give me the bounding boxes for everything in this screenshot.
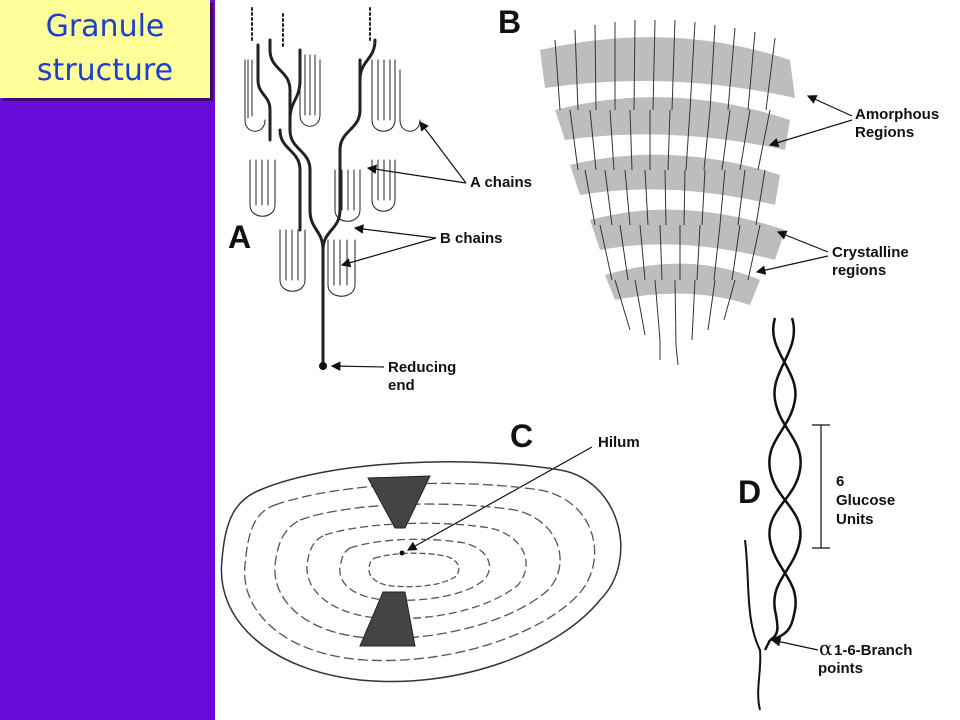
panel-d-span-bracket xyxy=(812,424,830,549)
amorphous-label-1: Amorphous xyxy=(855,106,939,123)
glucose-units-label-3: Units xyxy=(836,511,874,528)
hilum-label: Hilum xyxy=(598,434,640,451)
glucose-units-label-1: 6 xyxy=(836,473,844,490)
starch-granule-diagram: A A chains B chains Reducing end B Amorp… xyxy=(220,4,939,711)
title-line-2: structure xyxy=(36,53,174,88)
title-box: Granule structure xyxy=(0,0,210,98)
panel-c-granule xyxy=(220,461,622,683)
amorphous-label-2: Regions xyxy=(855,124,914,141)
panel-d-helix xyxy=(744,317,802,711)
panel-b-label: B xyxy=(498,4,521,40)
panel-b-lamellae xyxy=(540,37,795,305)
reducing-end-dot xyxy=(319,362,327,370)
title-line-1: Granule xyxy=(45,9,165,44)
branch-points-label-2: points xyxy=(818,660,863,677)
branch-points-label-1: 1-6-Branch xyxy=(834,642,912,659)
b-chains-label: B chains xyxy=(440,230,503,247)
reducing-end-label-1: Reducing xyxy=(388,359,456,376)
sidebar-panel xyxy=(0,0,215,720)
panel-a-label: A xyxy=(228,219,251,255)
panel-b-arrows xyxy=(755,95,853,275)
panel-a-cluster xyxy=(244,7,421,367)
glucose-units-label-2: Glucose xyxy=(836,492,895,509)
panel-a-arrows xyxy=(330,121,467,371)
reducing-end-label-2: end xyxy=(388,377,415,394)
panel-b-chains xyxy=(554,19,776,366)
hilum-arrow xyxy=(406,446,593,551)
crystalline-label-2: regions xyxy=(832,262,886,279)
panel-c-label: C xyxy=(510,418,533,454)
a-chains-label: A chains xyxy=(470,174,532,191)
alpha-symbol: α xyxy=(819,636,833,660)
panel-d-label: D xyxy=(738,474,761,510)
hilum-dot xyxy=(399,550,405,556)
branch-point-arrow xyxy=(770,637,819,651)
crystalline-label-1: Crystalline xyxy=(832,244,909,261)
panel-c-crystalline-wedges xyxy=(359,475,431,647)
